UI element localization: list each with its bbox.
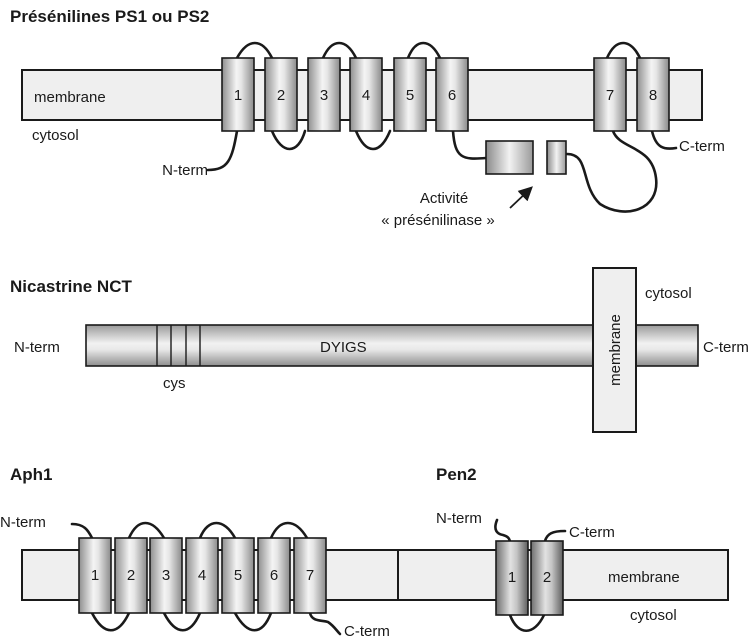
pen2-panel: Pen2 1 2 N-term C-term membrane cytosol xyxy=(397,465,729,633)
c-term-tail xyxy=(543,529,567,543)
cys-label: cys xyxy=(163,375,186,392)
svg-text:5: 5 xyxy=(234,567,242,584)
ctf-fragment xyxy=(546,140,567,175)
intracellular-loop xyxy=(508,613,546,633)
svg-text:1: 1 xyxy=(234,87,242,104)
aph1-helix-3: 3 xyxy=(149,537,183,614)
intracellular-loop xyxy=(270,129,307,151)
c-term-tail xyxy=(650,129,678,150)
svg-text:8: 8 xyxy=(649,87,657,104)
svg-text:2: 2 xyxy=(277,87,285,104)
activity-label-line1: Activité xyxy=(420,190,468,207)
intracellular-loop xyxy=(162,611,202,632)
helix-2: 2 xyxy=(264,57,298,132)
c-term-tail xyxy=(308,611,342,636)
svg-text:6: 6 xyxy=(448,87,456,104)
ntf-fragment xyxy=(485,140,534,175)
dyigs-motif-label: DYIGS xyxy=(320,339,367,356)
aph1-helix-7: 7 xyxy=(293,537,327,614)
svg-text:4: 4 xyxy=(362,87,370,104)
svg-text:1: 1 xyxy=(91,567,99,584)
pen2-helix-2: 2 xyxy=(530,540,564,616)
extracellular-loop xyxy=(235,41,274,60)
aph1-helix-2: 2 xyxy=(114,537,148,614)
svg-text:3: 3 xyxy=(162,567,170,584)
c-term-label: C-term xyxy=(679,138,725,155)
c-term-label: C-term xyxy=(344,623,390,640)
nicastrin-title: Nicastrine NCT xyxy=(10,277,132,296)
membrane-label: membrane xyxy=(34,89,106,106)
n-term-label: N-term xyxy=(436,510,482,527)
n-term-label: N-term xyxy=(14,339,60,356)
svg-text:4: 4 xyxy=(198,567,206,584)
n-term-tail xyxy=(206,129,239,172)
c-term-label: C-term xyxy=(703,339,749,356)
pen2-title: Pen2 xyxy=(436,465,477,484)
svg-text:3: 3 xyxy=(320,87,328,104)
extracellular-loop xyxy=(198,521,237,540)
c-term-label: C-term xyxy=(569,524,615,541)
extracellular-loop xyxy=(605,41,642,60)
n-term-label: N-term xyxy=(0,514,46,531)
aph1-helix-1: 1 xyxy=(78,537,112,614)
activity-label-line2: « présénilinase » xyxy=(381,212,494,229)
cleavage-arrow-icon xyxy=(509,186,533,209)
pen2-helix-1: 1 xyxy=(495,540,529,616)
helix-3: 3 xyxy=(307,57,341,132)
cytosol-label: cytosol xyxy=(645,285,692,302)
intracellular-loop xyxy=(90,611,131,632)
cytosol-label: cytosol xyxy=(32,127,79,144)
svg-text:6: 6 xyxy=(270,567,278,584)
svg-text:7: 7 xyxy=(606,87,614,104)
helix-1: 1 xyxy=(221,57,255,132)
aph1-helix-4: 4 xyxy=(185,537,219,614)
helix-4: 4 xyxy=(349,57,383,132)
extracellular-loop xyxy=(269,521,309,540)
helix-5: 5 xyxy=(393,57,427,132)
large-cytosolic-loop xyxy=(565,129,658,213)
n-term-tail xyxy=(494,518,512,543)
intracellular-loop xyxy=(233,611,273,632)
aph1-helix-5: 5 xyxy=(221,537,255,614)
aph1-panel: Aph1 1 2 3 4 5 6 xyxy=(0,465,423,640)
intracellular-loop xyxy=(354,129,392,151)
svg-text:5: 5 xyxy=(406,87,414,104)
membrane-label: membrane xyxy=(608,569,680,586)
svg-text:7: 7 xyxy=(306,567,314,584)
nicastrin-panel: Nicastrine NCT membrane N-term C-term DY… xyxy=(10,267,749,433)
helix-7: 7 xyxy=(593,57,627,132)
extracellular-loop xyxy=(321,41,358,60)
extracellular-loop xyxy=(406,41,442,60)
aph1-helix-6: 6 xyxy=(257,537,291,614)
n-term-label: N-term xyxy=(162,162,208,179)
svg-text:1: 1 xyxy=(508,569,516,586)
presenilin-title: Présénilines PS1 ou PS2 xyxy=(10,7,209,26)
n-term-tail xyxy=(70,522,94,540)
extracellular-loop xyxy=(127,521,166,540)
cytosol-label: cytosol xyxy=(630,607,677,624)
svg-text:2: 2 xyxy=(127,567,135,584)
presenilin-panel: Présénilines PS1 ou PS2 membrane cytosol… xyxy=(10,7,725,229)
helix-6: 6 xyxy=(435,57,469,132)
svg-text:2: 2 xyxy=(543,569,551,586)
aph1-title: Aph1 xyxy=(10,465,53,484)
membrane-label: membrane xyxy=(607,314,624,386)
nicastrin-membrane xyxy=(592,267,637,433)
helix-8: 8 xyxy=(636,57,670,132)
loop-to-fragment xyxy=(451,129,488,160)
